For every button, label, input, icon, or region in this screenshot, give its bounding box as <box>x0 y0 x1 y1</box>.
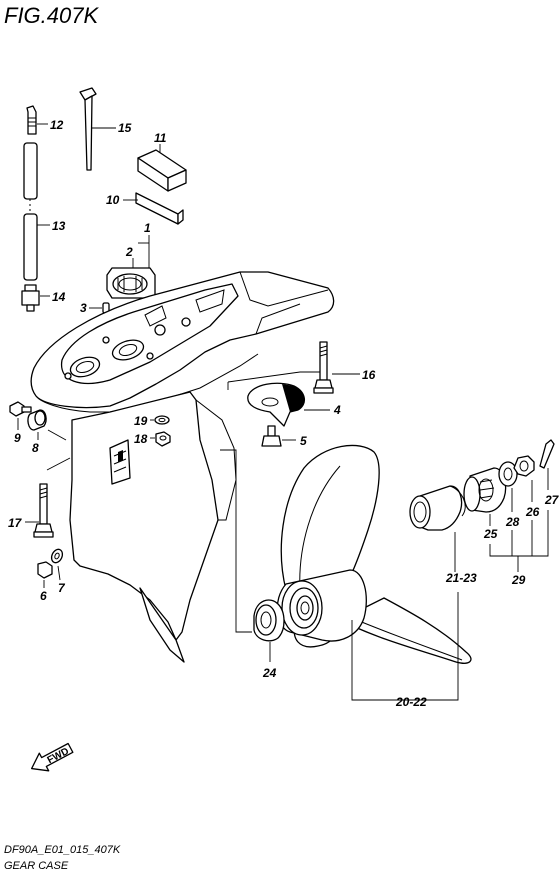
part-17-bolt <box>33 483 54 538</box>
part-28-washer <box>498 461 518 487</box>
part-5-bolt <box>261 425 282 447</box>
part-10-plate <box>135 192 184 225</box>
callout-27: 27 <box>544 493 560 507</box>
callout-10: 10 <box>106 193 120 207</box>
part-19-washer <box>154 415 170 425</box>
callout-4: 4 <box>333 403 341 417</box>
part-26-nut <box>513 455 535 477</box>
fwd-arrow-icon: FWD <box>30 742 74 772</box>
callout-6: 6 <box>40 589 47 603</box>
figure-subtitle: GEAR CASE <box>4 860 69 872</box>
callout-2: 2 <box>125 245 133 259</box>
callout-12: 12 <box>50 118 64 132</box>
part-18-nut <box>155 431 171 447</box>
callout-18: 18 <box>134 432 148 446</box>
callout-1: 1 <box>144 221 151 235</box>
callout-9: 9 <box>14 431 21 445</box>
part-25-spacer <box>463 467 507 513</box>
callout-15: 15 <box>118 121 132 135</box>
figure-code: DF90A_E01_015_407K <box>4 844 121 856</box>
gear-case-housing <box>30 271 335 663</box>
part-8-bushing <box>27 409 47 431</box>
part-16-bolt <box>313 341 334 394</box>
part-6-nut <box>37 561 53 579</box>
callout-24: 24 <box>262 666 277 680</box>
propeller <box>276 444 472 664</box>
part-24-thrust-washer <box>253 599 285 642</box>
part-14-fitting <box>21 284 40 312</box>
callout-21-23: 21-23 <box>445 571 477 585</box>
part-15-cable-tie <box>79 87 97 171</box>
callout-17: 17 <box>8 516 23 530</box>
fwd-label: FWD <box>46 746 71 766</box>
part-13-rod <box>23 142 38 281</box>
callout-11: 11 <box>154 131 167 145</box>
part-4-trim-tab <box>247 382 305 427</box>
callout-3: 3 <box>80 301 87 315</box>
callout-13: 13 <box>52 219 66 233</box>
callout-16: 16 <box>362 368 376 382</box>
callout-5: 5 <box>300 434 307 448</box>
part-21-23-bush <box>409 485 466 531</box>
part-7-washer <box>50 548 64 564</box>
callout-19: 19 <box>134 414 148 428</box>
callout-14: 14 <box>52 290 66 304</box>
callout-28: 28 <box>505 515 520 529</box>
figure-title: FIG.407K <box>4 3 99 28</box>
callout-26: 26 <box>525 505 540 519</box>
callout-8: 8 <box>32 441 39 455</box>
callout-29: 29 <box>511 573 526 587</box>
callout-25: 25 <box>483 527 498 541</box>
part-2-bearing <box>106 267 156 299</box>
callout-7: 7 <box>58 581 66 595</box>
part-27-cotter-pin <box>539 439 555 469</box>
part-9-bolt <box>9 401 32 417</box>
part-11-block <box>137 149 187 192</box>
callout-20-22: 20-22 <box>395 695 427 709</box>
part-12-stud <box>26 105 37 135</box>
